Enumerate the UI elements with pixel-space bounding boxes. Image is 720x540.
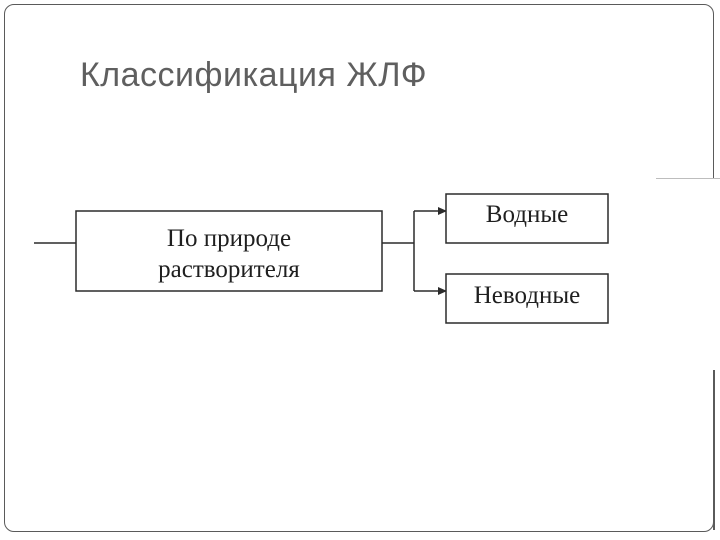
frame-gap-line [656,178,720,179]
frame-gap [708,178,720,370]
frame-edge-segment [713,370,715,530]
child-node-label-1: Водные [486,201,568,228]
root-node-label-line2: растворителя [158,256,300,283]
child-node-box-2 [445,273,609,324]
root-node-box [75,210,383,292]
child-node-label-2: Неводные [474,282,581,309]
root-node-label-line1: По природе [167,225,291,252]
child-node-box-1 [445,193,609,244]
slide-title: Классификация ЖЛФ [80,56,428,94]
